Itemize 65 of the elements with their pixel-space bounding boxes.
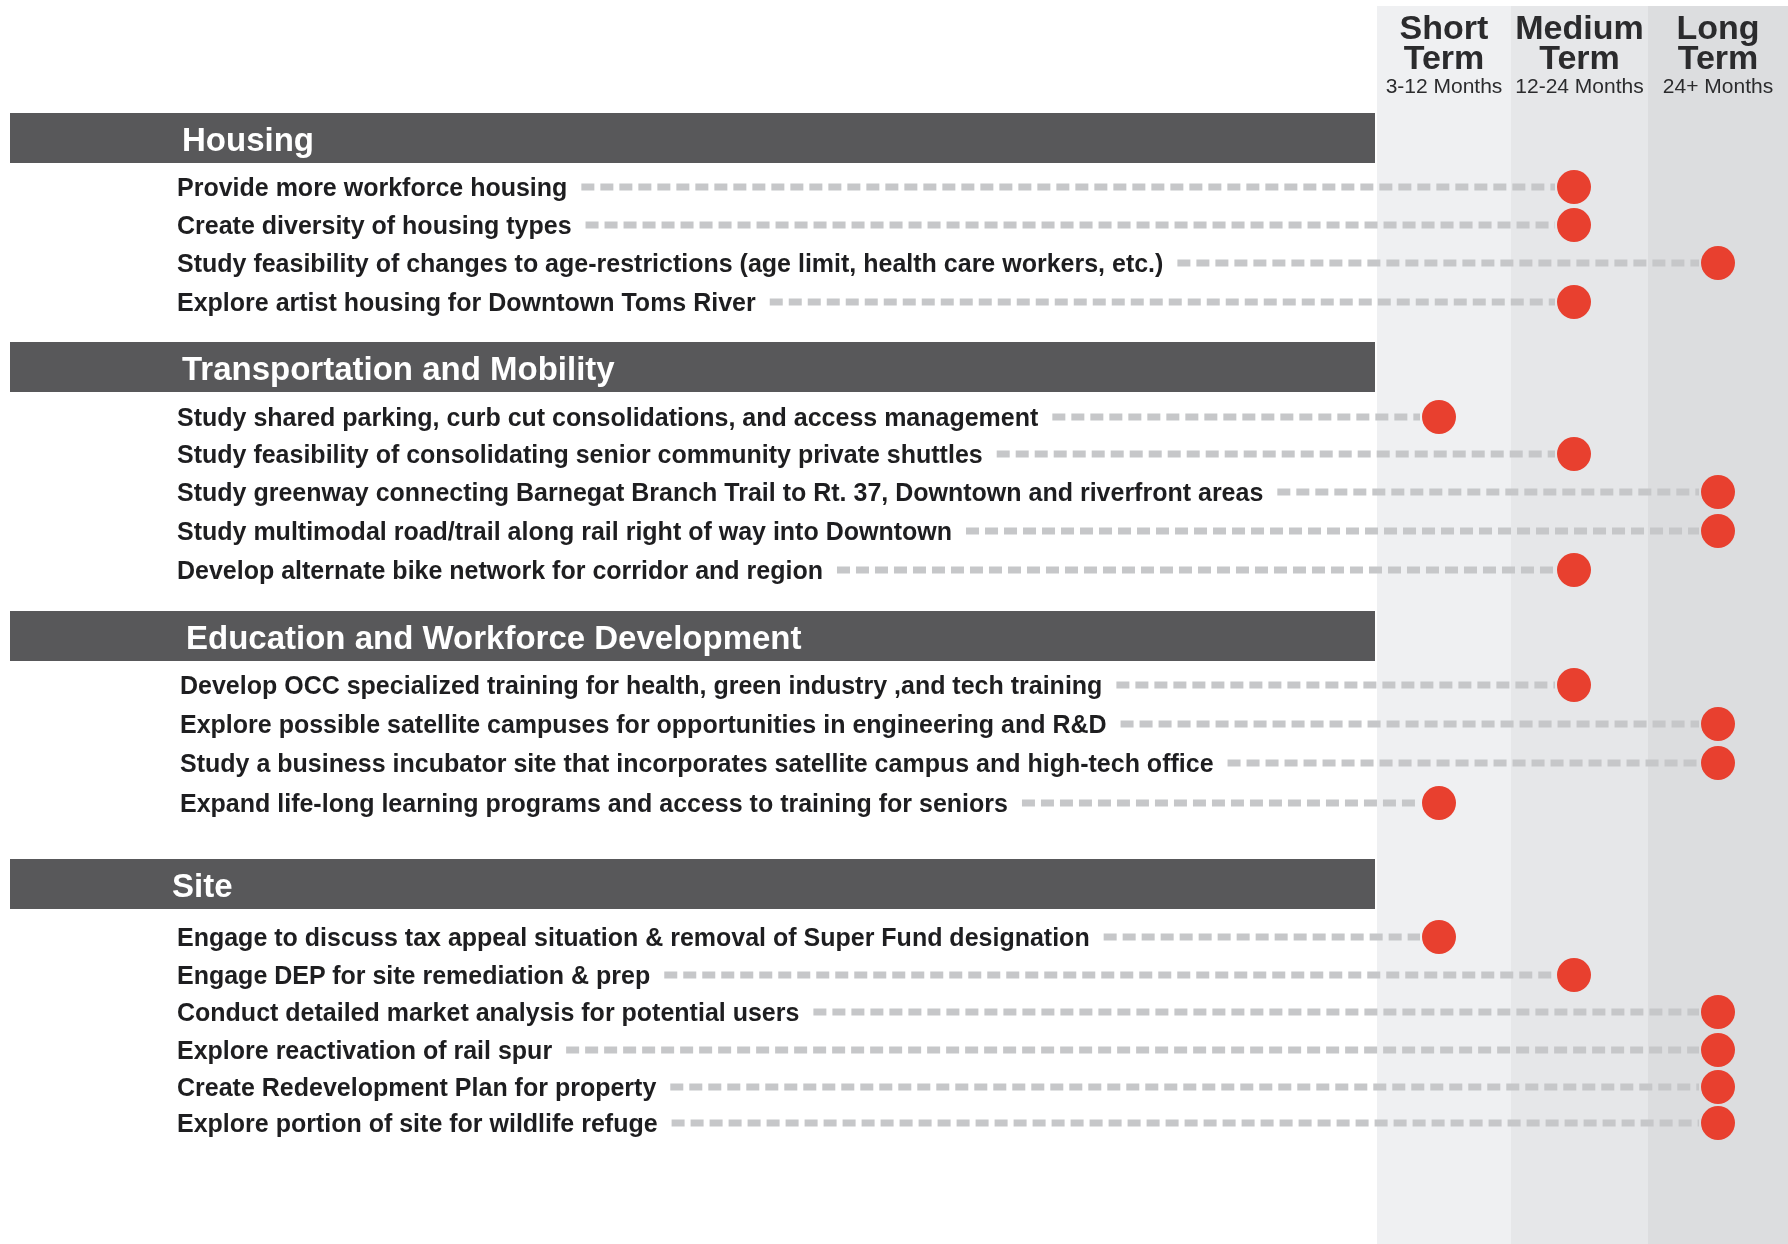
action-item-text: Study shared parking, curb cut consolidations, and access management (177, 402, 1039, 432)
action-item-text: Engage to discuss tax appeal situation & removal of Super Fund designation (177, 922, 1090, 952)
leader-line (1120, 720, 1699, 728)
timeline-dot (1701, 475, 1735, 509)
leader-line (769, 298, 1555, 306)
action-item-text: Explore portion of site for wildlife refuge (177, 1108, 658, 1138)
leader-line (1116, 681, 1555, 689)
timeline-dot (1557, 208, 1591, 242)
action-item-text: Create Redevelopment Plan for property (177, 1072, 657, 1102)
column-subheading: 24+ Months (1661, 74, 1775, 98)
action-item-text: Provide more workforce housing (177, 172, 568, 202)
action-item-text: Study feasibility of changes to age-restrictions (age limit, health care workers, etc.) (177, 248, 1164, 278)
section-header-bar (10, 113, 1375, 163)
leader-line (1103, 933, 1420, 941)
timeline-dot (1557, 668, 1591, 702)
timeline-dot (1557, 553, 1591, 587)
action-item-text: Develop OCC specialized training for health, green industry ,and tech training (180, 670, 1103, 700)
leader-line (1277, 488, 1699, 496)
timeline-dot (1701, 707, 1735, 741)
timeline-dot (1701, 246, 1735, 280)
timeline-dot (1701, 1106, 1735, 1140)
timeline-dot (1422, 400, 1456, 434)
section-header-bar (10, 859, 1375, 909)
timeline-dot (1557, 437, 1591, 471)
action-item-text: Explore reactivation of rail spur (177, 1035, 553, 1065)
timeline-dot (1557, 285, 1591, 319)
leader-line (996, 450, 1555, 458)
action-item-text: Expand life-long learning programs and access to training for seniors (180, 788, 1008, 818)
action-item-text: Conduct detailed market analysis for potential users (177, 997, 800, 1027)
action-item-text: Create diversity of housing types (177, 210, 572, 240)
action-item-text: Explore possible satellite campuses for opportunities in engineering and R&D (180, 709, 1107, 739)
section-heading: Housing (182, 121, 314, 159)
timeline-dot (1701, 514, 1735, 548)
action-item-text: Study a business incubator site that incorporates satellite campus and high-tech office (180, 748, 1214, 778)
section-header-bar (10, 611, 1375, 661)
timeline-dot (1422, 786, 1456, 820)
timeline-dot (1557, 170, 1591, 204)
section-heading: Site (172, 867, 233, 905)
action-item-text: Study feasibility of consolidating senior community private shuttles (177, 439, 983, 469)
action-item-text: Develop alternate bike network for corridor and region (177, 555, 823, 585)
leader-line (1177, 259, 1699, 267)
timeline-dot (1701, 1070, 1735, 1104)
section-heading: Education and Workforce Development (186, 619, 802, 657)
timeline-dot (1422, 920, 1456, 954)
section-header-bar (10, 342, 1375, 392)
leader-line (966, 527, 1699, 535)
column-subheading: 12-24 Months (1514, 74, 1645, 98)
action-item-text: Engage DEP for site remediation & prep (177, 960, 651, 990)
column-heading: Long Term (1675, 12, 1761, 72)
timeline-dot (1557, 958, 1591, 992)
leader-line (1227, 759, 1699, 767)
timeline-dot (1701, 995, 1735, 1029)
timeline-dot (1701, 1033, 1735, 1067)
column-heading: Medium Term (1514, 12, 1645, 72)
term-column (1377, 6, 1511, 1244)
term-column (1511, 6, 1648, 1244)
action-item-text: Study greenway connecting Barnegat Branch Trail to Rt. 37, Downtown and riverfront areas (177, 477, 1264, 507)
action-item-text: Explore artist housing for Downtown Toms River (177, 287, 756, 317)
leader-line (671, 1119, 1699, 1127)
timeline-dot (1701, 746, 1735, 780)
action-item-text: Study multimodal road/trail along rail right of way into Downtown (177, 516, 952, 546)
column-subheading: 3-12 Months (1384, 74, 1504, 98)
term-column (1648, 6, 1788, 1244)
section-heading: Transportation and Mobility (182, 350, 615, 388)
column-heading: Short Term (1398, 12, 1490, 72)
